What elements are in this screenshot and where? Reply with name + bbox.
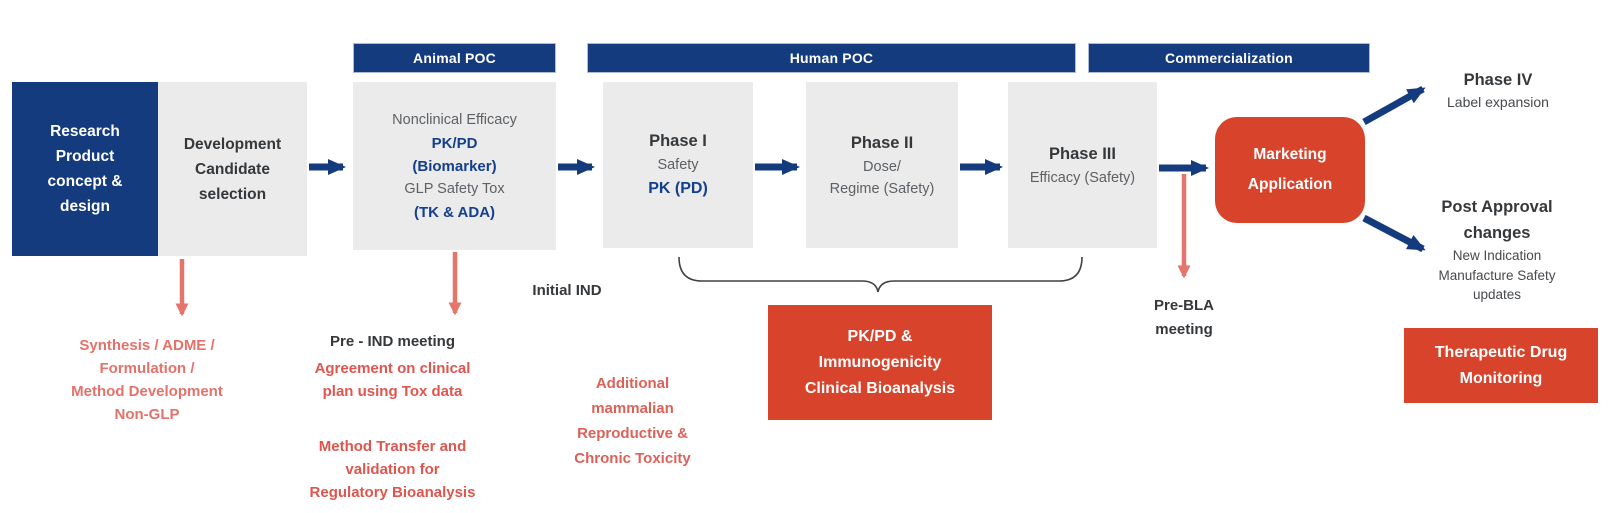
animal-poc-line: (Biomarker) xyxy=(412,157,497,175)
animal-poc-box: Nonclinical Efficacy PK/PD (Biomarker) G… xyxy=(353,82,556,250)
phase3-subtitle: Efficacy (Safety) xyxy=(1029,169,1136,186)
stage-header-animal-poc: Animal POC xyxy=(353,43,556,73)
pre-ind-line: plan using Tox data xyxy=(322,383,463,400)
phase4-title: Phase IV xyxy=(1463,71,1533,89)
pre-ind-line: Method Transfer and xyxy=(318,438,467,455)
animal-poc-line: PK/PD xyxy=(431,134,478,152)
pkpd-immunogenicity-line: Immunogenicity xyxy=(818,353,942,371)
research-box-line: Research xyxy=(50,123,120,140)
additional-toxicity-annotation: Additional mammalian Reproductive & Chro… xyxy=(535,371,730,471)
marketing-application-box: Marketing Application xyxy=(1215,117,1365,223)
pre-ind-line: Regulatory Bioanalysis xyxy=(309,484,476,501)
phase4-block: Phase IV Label expansion xyxy=(1398,68,1598,112)
development-box-line: selection xyxy=(198,185,267,203)
synthesis-line: Method Development xyxy=(71,383,223,400)
phase1-pk-label: PK (PD) xyxy=(648,180,708,197)
additional-tox-line: Reproductive & xyxy=(577,425,688,442)
synthesis-line: Synthesis / ADME / xyxy=(79,337,215,354)
development-candidate-box: Development Candidate selection xyxy=(158,82,307,256)
pre-bla-meeting-label: Pre-BLA meeting xyxy=(1108,294,1260,342)
post-approval-block: Post Approval changes New Indication Man… xyxy=(1388,194,1606,305)
research-box-line: design xyxy=(60,198,110,215)
pre-bla-line: meeting xyxy=(1155,321,1213,338)
pre-ind-annotation: Pre - IND meeting Agreement on clinical … xyxy=(285,330,500,504)
phase3-box: Phase III Efficacy (Safety) xyxy=(1008,82,1157,248)
tdm-line: Therapeutic Drug xyxy=(1434,343,1568,361)
research-box: Research Product concept & design xyxy=(12,82,158,256)
phase1-subtitle: Safety xyxy=(657,157,699,173)
phase3-title: Phase III xyxy=(1049,144,1116,163)
initial-ind-label: Initial IND xyxy=(532,282,602,299)
synthesis-line: Non-GLP xyxy=(114,406,180,423)
post-approval-subtitle: updates xyxy=(1472,287,1522,302)
post-approval-title: changes xyxy=(1463,224,1531,242)
pkpd-immunogenicity-box: PK/PD & Immunogenicity Clinical Bioanaly… xyxy=(768,305,992,420)
synthesis-adme-annotation: Synthesis / ADME / Formulation / Method … xyxy=(18,334,276,426)
post-approval-subtitle: New Indication xyxy=(1452,248,1542,263)
pre-ind-line: Agreement on clinical xyxy=(314,360,471,377)
animal-poc-line: (TK & ADA) xyxy=(413,203,496,221)
pre-ind-agreement-lines: Agreement on clinical plan using Tox dat… xyxy=(285,357,500,403)
phase2-box: Phase II Dose/ Regime (Safety) xyxy=(806,82,958,248)
phase2-subtitle: Dose/ xyxy=(863,158,901,175)
phase4-subtitle: Label expansion xyxy=(1447,94,1549,110)
phase2-subtitle: Regime (Safety) xyxy=(829,180,935,197)
synthesis-line: Formulation / xyxy=(99,360,195,377)
post-approval-subtitle: Manufacture Safety xyxy=(1438,267,1556,283)
tdm-line: Monitoring xyxy=(1459,369,1543,387)
pre-ind-meeting-title: Pre - IND meeting xyxy=(329,333,456,350)
additional-tox-line: Chronic Toxicity xyxy=(574,450,691,467)
brace-clinical-phases xyxy=(678,256,1083,293)
pre-ind-line: validation for xyxy=(345,461,440,478)
therapeutic-drug-monitoring-box: Therapeutic Drug Monitoring xyxy=(1404,328,1598,403)
pkpd-immunogenicity-line: PK/PD & xyxy=(847,327,913,345)
stage-header-human-poc: Human POC xyxy=(587,43,1076,73)
method-transfer-lines: Method Transfer and validation for Regul… xyxy=(285,435,500,504)
development-box-line: Development xyxy=(183,135,282,153)
pkpd-immunogenicity-line: Clinical Bioanalysis xyxy=(804,379,956,397)
development-box-line: Candidate xyxy=(195,160,270,178)
research-box-line: Product xyxy=(55,148,115,165)
animal-poc-line: Nonclinical Efficacy xyxy=(392,111,517,128)
marketing-application-line: Marketing xyxy=(1253,146,1327,163)
post-approval-title: Post Approval xyxy=(1441,198,1553,216)
phase1-box: Phase I Safety PK (PD) xyxy=(603,82,753,248)
animal-poc-line: GLP Safety Tox xyxy=(404,180,505,197)
phase1-title: Phase I xyxy=(649,132,707,150)
additional-tox-line: mammalian xyxy=(591,400,674,417)
marketing-application-line: Application xyxy=(1247,176,1333,193)
phase2-title: Phase II xyxy=(850,133,914,152)
pre-bla-line: Pre-BLA xyxy=(1153,297,1214,314)
additional-tox-line: Additional xyxy=(595,375,670,392)
research-box-line: concept & xyxy=(47,173,123,190)
stage-header-commercialization: Commercialization xyxy=(1088,43,1370,73)
